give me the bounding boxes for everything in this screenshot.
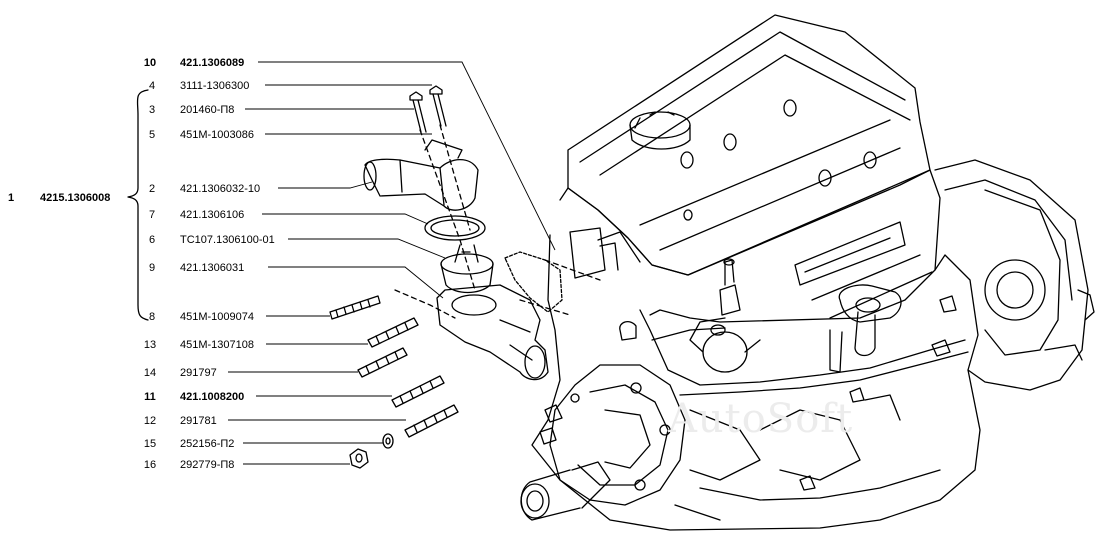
washer xyxy=(382,433,394,449)
part-code-16: 292779-П8 xyxy=(180,459,235,471)
nut xyxy=(349,448,369,469)
leader-10 xyxy=(258,61,556,251)
part-code-3: 201460-П8 xyxy=(180,104,235,116)
stud-13 xyxy=(367,317,419,348)
stud-11 xyxy=(391,375,445,408)
part-code-12: 291781 xyxy=(180,415,217,427)
part-number-2: 2 xyxy=(148,183,156,195)
part-number-16: 16 xyxy=(143,459,157,471)
part-number-12: 12 xyxy=(143,415,157,427)
stud-8 xyxy=(329,295,381,320)
part-code-9: 421.1306031 xyxy=(180,262,245,274)
assembly-number: 1 xyxy=(8,192,15,204)
stud-14 xyxy=(357,347,408,378)
part-code-7: 421.1306106 xyxy=(180,209,245,221)
housing-gasket xyxy=(504,251,563,313)
thermostat-outlet-elbow xyxy=(363,139,479,211)
engine-block xyxy=(520,14,1095,531)
part-number-5: 5 xyxy=(148,129,156,141)
part-code-8: 451М-1009074 xyxy=(180,311,255,323)
stud-12 xyxy=(404,404,459,438)
part-code-15: 252156-П2 xyxy=(180,438,235,450)
screw-pair xyxy=(409,85,447,133)
leader-2 xyxy=(278,181,373,189)
part-code-5: 451М-1003086 xyxy=(180,129,255,141)
part-number-13: 13 xyxy=(143,339,157,351)
part-number-3: 3 xyxy=(148,104,156,116)
leader-7 xyxy=(262,213,429,225)
part-number-14: 14 xyxy=(143,367,157,379)
assembly-brace xyxy=(127,89,149,321)
part-code-6: ТС107.1306100-01 xyxy=(180,234,275,246)
part-code-14: 291797 xyxy=(180,367,217,379)
part-number-7: 7 xyxy=(148,209,156,221)
leader-9 xyxy=(268,266,444,299)
part-code-4: 3111-1306300 xyxy=(180,80,250,92)
part-number-6: 6 xyxy=(148,234,156,246)
part-number-8: 8 xyxy=(148,311,156,323)
part-number-9: 9 xyxy=(148,262,156,274)
part-number-15: 15 xyxy=(143,438,157,450)
part-code-10: 421.1306089 xyxy=(180,57,245,69)
gasket xyxy=(424,215,486,241)
leader-6 xyxy=(288,238,446,259)
thermostat-housing xyxy=(436,284,549,381)
watermark: AutoSoft xyxy=(668,396,854,442)
part-number-4: 4 xyxy=(148,80,156,92)
part-code-11: 421.1008200 xyxy=(180,391,245,403)
assembly-code: 4215.1306008 xyxy=(40,192,111,204)
part-code-13: 451М-1307108 xyxy=(180,339,255,351)
part-number-10: 10 xyxy=(143,57,157,69)
thermostat xyxy=(440,244,494,294)
part-code-2: 421.1306032-10 xyxy=(180,183,261,195)
part-number-11: 11 xyxy=(144,391,156,403)
